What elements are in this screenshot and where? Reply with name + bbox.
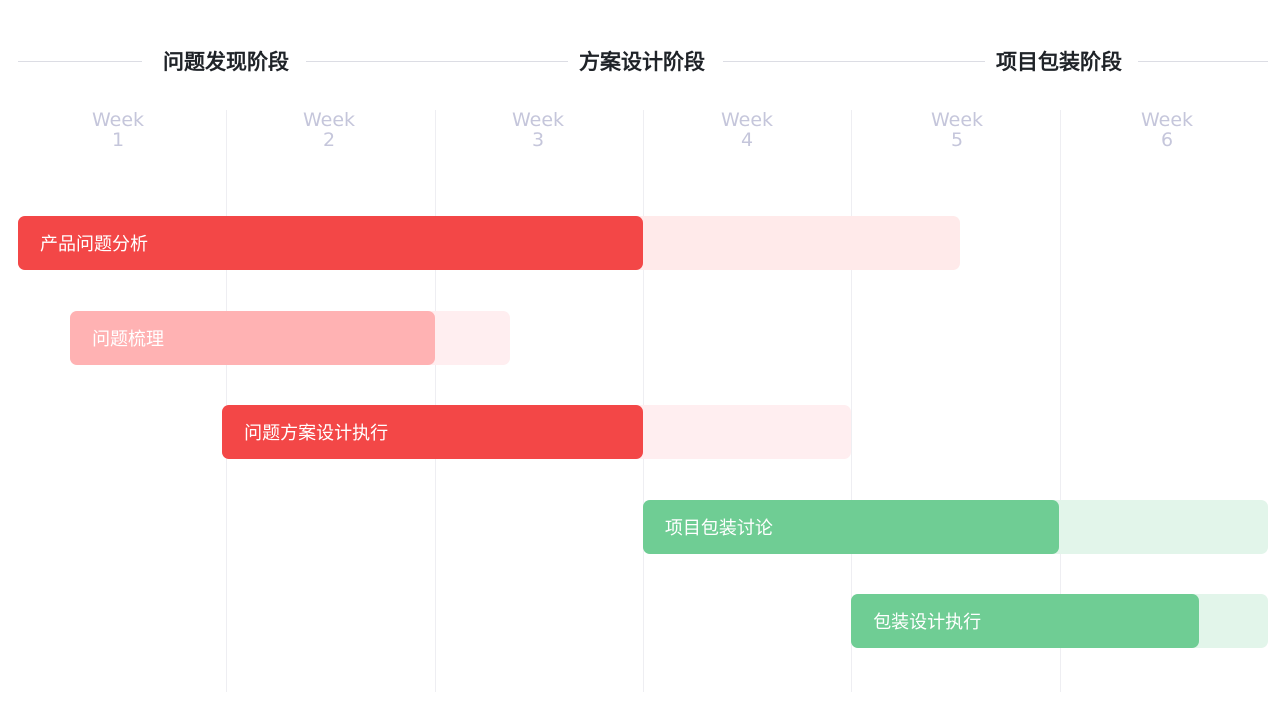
task-label: 问题梳理 [92,328,165,350]
phase-divider-line [306,61,568,62]
week-label-text: Week [720,109,774,131]
phase-title-3: 项目包装阶段 [996,50,1122,74]
task-bar[interactable]: 问题方案设计执行 [222,405,643,459]
week-label-number: 1 [111,129,125,151]
week-label-text: Week [91,109,145,131]
phase-title-2: 方案设计阶段 [579,50,705,74]
task-bar[interactable]: 项目包装讨论 [642,499,1060,554]
week-label-3: Week 3 [478,110,598,150]
task-bar[interactable]: 产品问题分析 [18,216,643,270]
task-label: 包装设计执行 [873,612,982,633]
phase-title-1: 问题发现阶段 [163,50,289,74]
task-label: 项目包装讨论 [664,517,773,539]
task-label: 问题方案设计执行 [244,423,389,444]
week-label-4: Week 4 [687,110,807,150]
grid-line [226,110,227,692]
week-label-6: Week 6 [1107,110,1227,150]
task-bar[interactable]: 问题梳理 [70,310,435,365]
week-label-2: Week 2 [269,110,389,150]
week-label-text: Week [1140,109,1194,131]
week-label-text: Week [302,109,356,131]
task-bar[interactable]: 包装设计执行 [851,594,1200,648]
week-label-text: Week [930,109,984,131]
phase-divider-line [1138,61,1268,62]
grid-line [435,110,436,692]
week-label-number: 5 [950,129,964,151]
grid-line [643,110,644,692]
phase-header: 问题发现阶段 方案设计阶段 项目包装阶段 [0,40,1280,84]
grid-line [1060,110,1061,692]
week-label-5: Week 5 [897,110,1017,150]
week-label-number: 4 [740,129,754,151]
task-label: 产品问题分析 [40,234,148,255]
week-label-1: Week 1 [58,110,178,150]
week-label-number: 6 [1160,129,1174,151]
week-label-number: 3 [531,129,545,151]
week-label-text: Week [511,109,565,131]
phase-divider-line [723,61,985,62]
week-label-number: 2 [322,129,336,151]
phase-divider-line [18,61,142,62]
grid-line [851,110,852,692]
